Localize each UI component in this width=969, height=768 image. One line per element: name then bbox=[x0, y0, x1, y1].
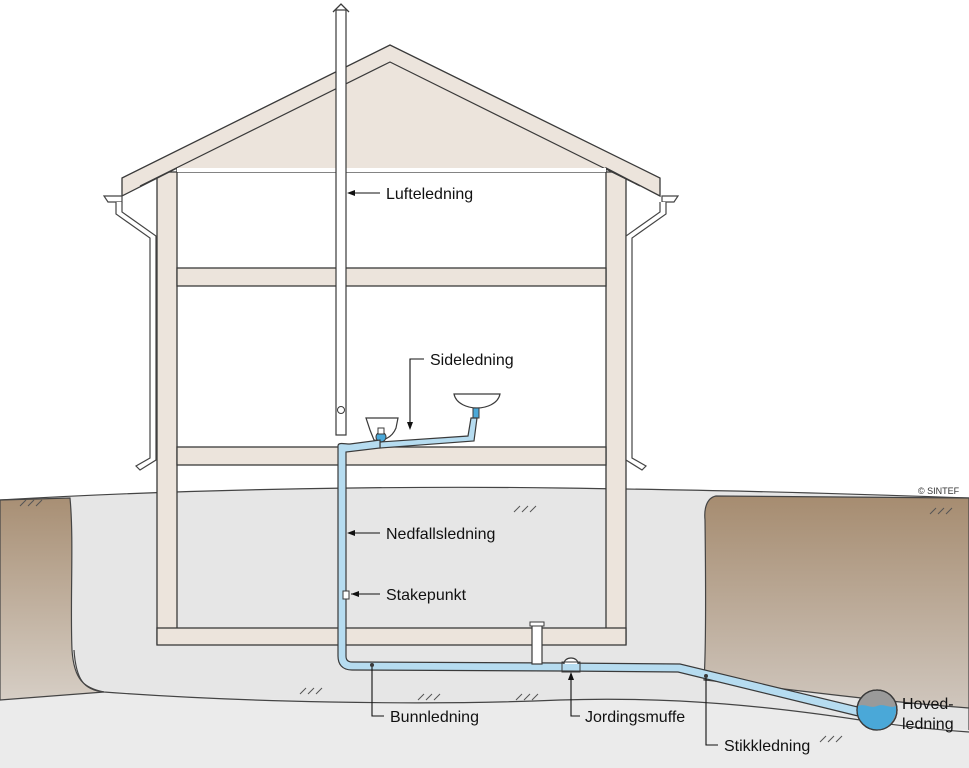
label-hovedledning-2: ledning bbox=[902, 716, 954, 733]
toilet bbox=[365, 417, 399, 443]
label-lufteledning: Lufteledning bbox=[386, 186, 473, 203]
wall-right bbox=[605, 171, 627, 645]
vent-pipe bbox=[332, 3, 350, 436]
floor-ground bbox=[176, 446, 607, 466]
sink bbox=[453, 393, 501, 419]
main-sewer bbox=[856, 689, 898, 731]
floor-attic bbox=[176, 267, 607, 287]
gutter-left bbox=[102, 195, 157, 471]
gutter-right bbox=[625, 195, 680, 471]
drain-pipes bbox=[337, 417, 863, 717]
label-sideledning: Sideledning bbox=[430, 352, 514, 369]
soil-left bbox=[0, 498, 969, 768]
label-stikkledning: Stikkledning bbox=[724, 738, 810, 755]
main-pipe bbox=[337, 439, 863, 717]
soil-left-brown bbox=[0, 497, 105, 701]
soil-right-brown bbox=[703, 495, 969, 709]
wall-left bbox=[156, 171, 178, 645]
label-jordingsmuffe: Jordingsmuffe bbox=[585, 709, 685, 726]
label-stakepunkt: Stakepunkt bbox=[386, 587, 467, 604]
roof bbox=[121, 44, 661, 198]
floor-basement bbox=[156, 627, 627, 646]
label-bunnledning: Bunnledning bbox=[390, 709, 479, 726]
house bbox=[121, 44, 661, 646]
leader-lines bbox=[347, 190, 718, 746]
label-nedfallsledning: Nedfallsledning bbox=[386, 526, 495, 543]
label-hovedledning-1: Hoved- bbox=[902, 696, 954, 713]
ground-hatching bbox=[19, 499, 953, 743]
copyright-text: © SINTEF bbox=[918, 486, 960, 496]
